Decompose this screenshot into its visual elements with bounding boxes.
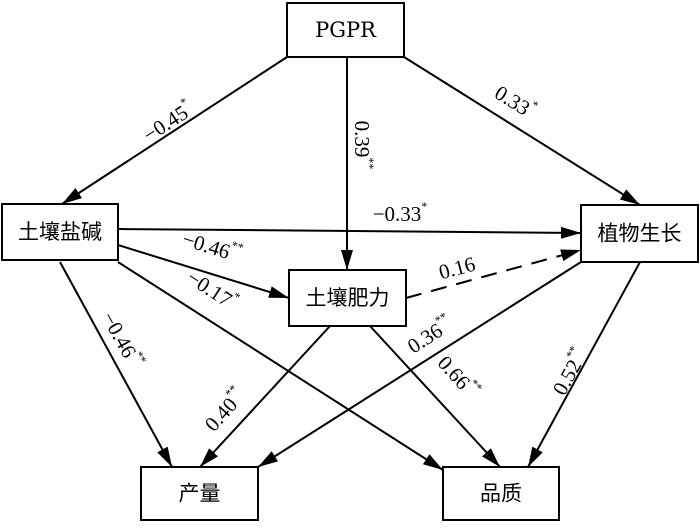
path-coefficient-label: 0.40**: [198, 382, 251, 436]
edge-salinity-fertility: −0.46**: [117, 227, 290, 299]
path-coefficient-label: −0.17*: [183, 263, 243, 315]
node-soil-salinity: 土壤盐碱: [1, 203, 119, 261]
node-yield: 产量: [140, 466, 259, 521]
edge-pgpr-salinity: −0.45*: [61, 56, 288, 205]
path-coefficient-label: 0.52**: [545, 343, 592, 399]
arrow-line: [257, 261, 582, 468]
node-quality: 品质: [442, 466, 560, 521]
node-soil-fertility: 土壤肥力: [288, 269, 407, 327]
significance-marker: **: [563, 343, 581, 360]
arrow-line: [59, 261, 173, 468]
edge-pgpr-fertility: 0.39**: [341, 57, 377, 270]
arrow-line: [117, 244, 290, 299]
edge-fertility-quality: 0.66**: [369, 325, 501, 468]
edge-fertility-growth: 0.16: [405, 249, 582, 299]
node-label: PGPR: [315, 18, 377, 42]
path-coefficient-label: 0.39**: [350, 121, 377, 170]
edge-salinity-yield: −0.46**: [59, 261, 173, 468]
path-coefficient-label: −0.45*: [137, 95, 197, 147]
path-coefficient-label: 0.36**: [401, 309, 457, 358]
node-label: 土壤肥力: [306, 286, 390, 310]
edge-growth-quality: 0.52**: [527, 261, 641, 468]
arrow-line: [527, 261, 641, 468]
arrow-line: [117, 226, 582, 239]
arrow-line: [405, 249, 582, 299]
path-coefficient-label: 0.16: [436, 252, 478, 285]
arrow-line: [199, 325, 331, 468]
significance-marker: **: [132, 349, 150, 366]
significance-marker: *: [421, 199, 427, 213]
edge-fertility-yield: 0.40**: [198, 325, 331, 468]
path-coefficient-label: 0.66**: [433, 349, 486, 403]
path-coefficient-label: −0.33*: [373, 199, 428, 226]
arrow-line: [403, 56, 641, 206]
significance-marker: **: [363, 157, 377, 169]
node-label: 植物生长: [598, 222, 682, 246]
significance-marker: **: [230, 238, 246, 255]
path-coefficient-label: −0.46**: [97, 306, 150, 372]
node-label: 产量: [179, 482, 221, 506]
arrow-line: [61, 56, 288, 205]
arrow-line: [369, 325, 501, 468]
node-label: 品质: [480, 482, 522, 506]
edge-pgpr-growth: 0.33*: [403, 56, 641, 206]
edge-salinity-growth: −0.33*: [117, 199, 582, 239]
node-plant-growth: 植物生长: [580, 204, 699, 263]
node-pgpr: PGPR: [286, 2, 405, 58]
node-label: 土壤盐碱: [18, 220, 102, 244]
arrow-line: [117, 261, 444, 471]
